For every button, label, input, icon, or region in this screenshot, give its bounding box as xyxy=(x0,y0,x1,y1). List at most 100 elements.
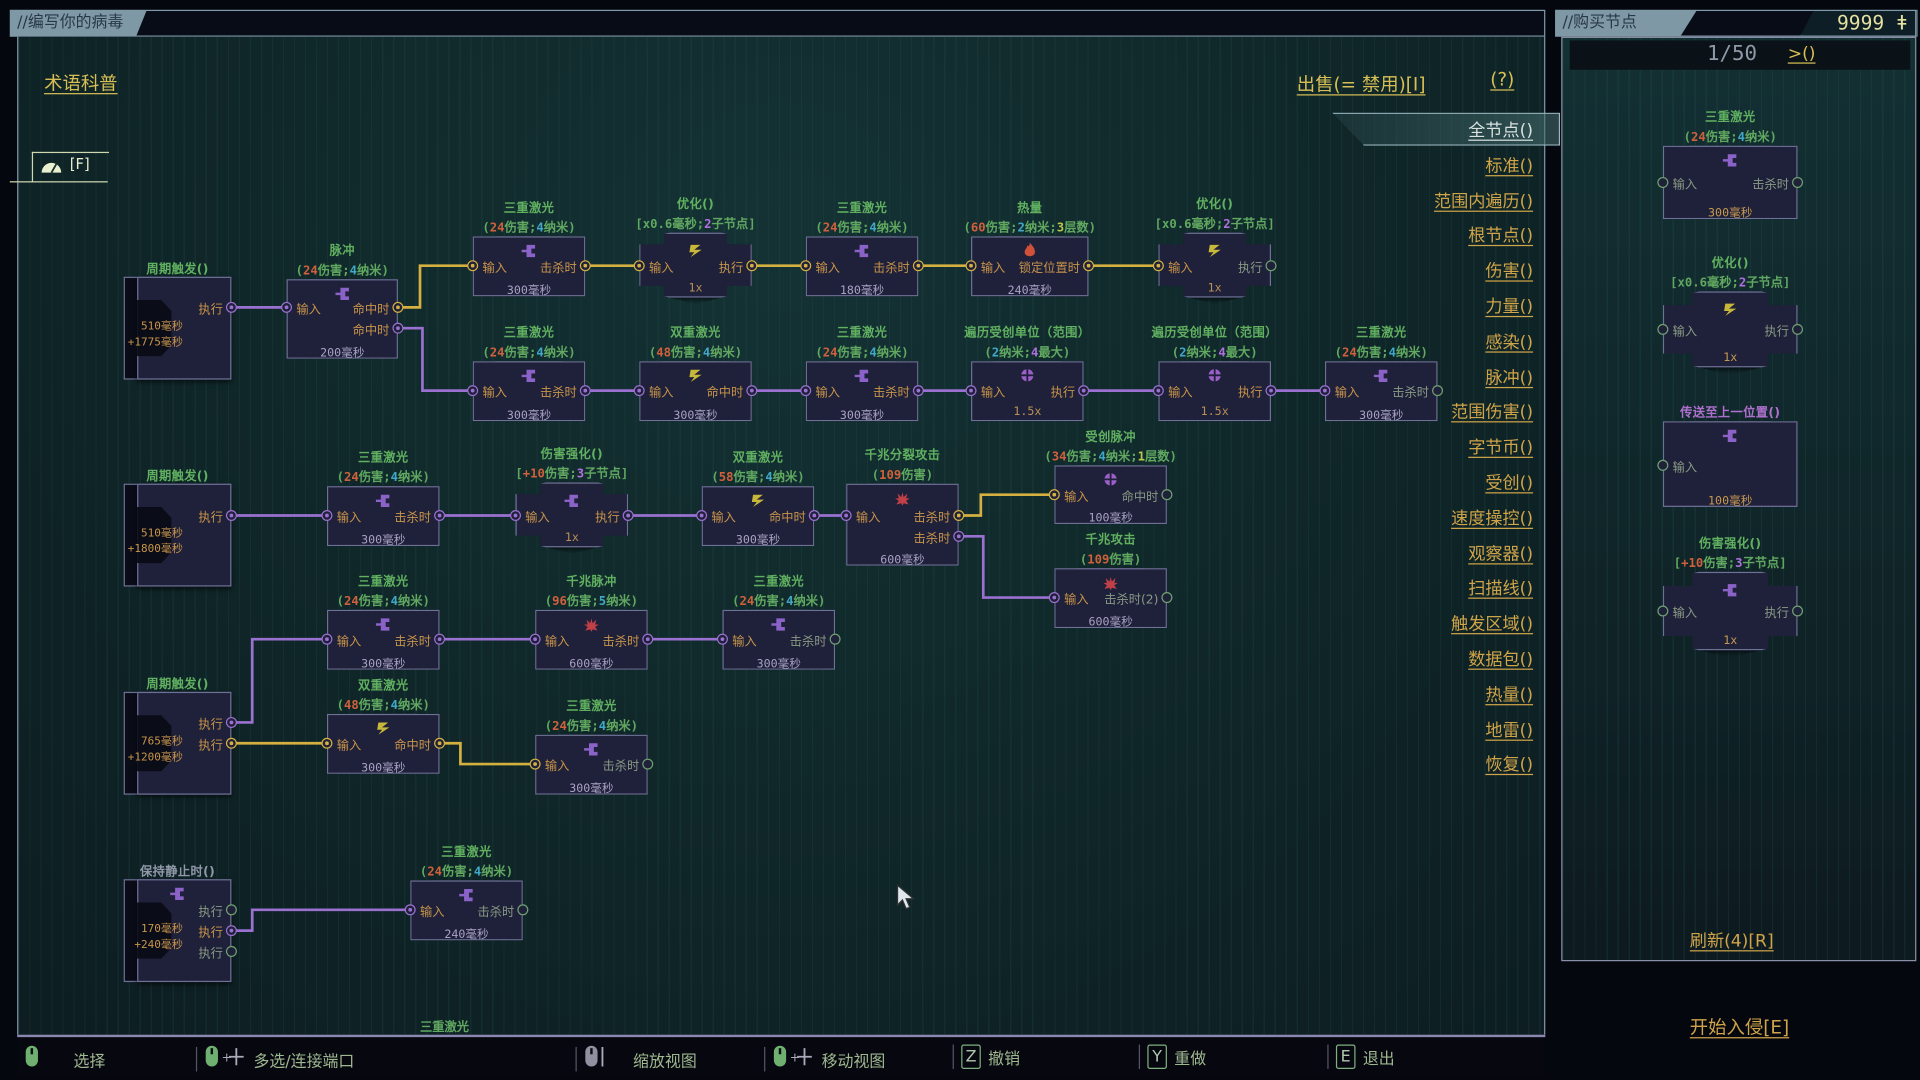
menu-item[interactable]: 力量() xyxy=(1485,297,1534,318)
input-port[interactable] xyxy=(1657,176,1669,188)
start-hack-link[interactable]: 开始入侵[E] xyxy=(1689,1016,1790,1039)
output-port[interactable] xyxy=(225,301,237,313)
output-port[interactable] xyxy=(579,260,591,272)
output-port[interactable] xyxy=(1792,176,1804,188)
menu-item[interactable]: 触发区域() xyxy=(1451,614,1534,635)
input-port[interactable] xyxy=(467,385,479,397)
input-port[interactable] xyxy=(1152,385,1164,397)
menu-item[interactable]: 扫描线() xyxy=(1468,579,1534,600)
output-port[interactable] xyxy=(808,510,820,522)
input-port[interactable] xyxy=(1319,385,1331,397)
input-port[interactable] xyxy=(281,301,293,313)
input-port[interactable] xyxy=(404,904,416,916)
output-port[interactable] xyxy=(912,385,924,397)
trigger-node[interactable] xyxy=(136,483,232,587)
key-e-icon: E xyxy=(1335,1044,1356,1069)
sell-link[interactable]: 出售(= 禁用)[I] xyxy=(1296,73,1426,96)
output-port[interactable] xyxy=(434,633,446,645)
menu-item[interactable]: 恢复() xyxy=(1485,755,1534,776)
trigger-node[interactable] xyxy=(136,276,232,380)
input-port[interactable] xyxy=(633,385,645,397)
output-port[interactable] xyxy=(953,510,965,522)
input-port[interactable] xyxy=(965,385,977,397)
output-port[interactable] xyxy=(1083,260,1095,272)
menu-item[interactable]: 热量() xyxy=(1485,685,1534,706)
output-port[interactable] xyxy=(642,758,654,770)
output-port[interactable] xyxy=(1161,592,1173,604)
input-port[interactable] xyxy=(467,260,479,272)
output-port[interactable] xyxy=(392,301,404,313)
menu-item[interactable]: 观察器() xyxy=(1468,544,1534,564)
input-port[interactable] xyxy=(1657,459,1669,471)
input-port[interactable] xyxy=(716,633,728,645)
menu-item[interactable]: 范围内遍历() xyxy=(1433,191,1534,212)
trigger-node[interactable] xyxy=(136,691,232,795)
input-port[interactable] xyxy=(1048,592,1060,604)
next-page-link[interactable]: >() xyxy=(1787,44,1816,64)
output-port[interactable] xyxy=(746,260,758,272)
glossary-link[interactable]: 术语科普 xyxy=(44,72,118,95)
output-port[interactable] xyxy=(434,510,446,522)
menu-item[interactable]: 伤害() xyxy=(1485,262,1534,282)
output-port[interactable] xyxy=(642,633,654,645)
input-port[interactable] xyxy=(1657,323,1669,335)
output-port[interactable] xyxy=(225,904,237,916)
view-toggle-button[interactable]: [F] xyxy=(31,151,109,183)
menu-item[interactable]: 地雷() xyxy=(1485,720,1534,741)
input-port[interactable] xyxy=(321,510,333,522)
output-port[interactable] xyxy=(1792,323,1804,335)
input-port[interactable] xyxy=(800,385,812,397)
output-port[interactable] xyxy=(225,925,237,937)
input-port[interactable] xyxy=(321,633,333,645)
output-port[interactable] xyxy=(434,737,446,749)
input-port[interactable] xyxy=(633,260,645,272)
input-port[interactable] xyxy=(510,510,522,522)
input-port[interactable] xyxy=(1152,260,1164,272)
input-port[interactable] xyxy=(840,510,852,522)
output-port[interactable] xyxy=(1265,385,1277,397)
menu-item[interactable]: 字节币() xyxy=(1468,438,1534,459)
output-port[interactable] xyxy=(829,633,841,645)
output-port[interactable] xyxy=(225,737,237,749)
output-port[interactable] xyxy=(953,530,965,542)
menu-item[interactable]: 根节点() xyxy=(1468,227,1534,247)
input-port[interactable] xyxy=(1048,489,1060,501)
input-port[interactable] xyxy=(800,260,812,272)
output-port[interactable] xyxy=(746,385,758,397)
output-port[interactable] xyxy=(1792,605,1804,617)
input-port[interactable] xyxy=(529,633,541,645)
menu-item[interactable]: 受创() xyxy=(1485,473,1534,494)
stat-segment: 纳米) xyxy=(1744,131,1777,145)
menu-item[interactable]: 全节点() xyxy=(1468,121,1534,141)
output-port[interactable] xyxy=(1432,385,1444,397)
output-port[interactable] xyxy=(579,385,591,397)
refresh-shop-link[interactable]: 刷新(4)[R] xyxy=(1689,931,1774,952)
node-box[interactable] xyxy=(846,483,959,566)
output-port[interactable] xyxy=(912,260,924,272)
trigger-node[interactable] xyxy=(136,879,232,983)
menu-item[interactable]: 数据包() xyxy=(1468,650,1534,670)
input-port[interactable] xyxy=(321,737,333,749)
output-port[interactable] xyxy=(392,322,404,334)
input-port[interactable] xyxy=(965,260,977,272)
input-port[interactable] xyxy=(696,510,708,522)
stat-segment: 伤害; xyxy=(504,346,537,361)
output-port[interactable] xyxy=(1161,489,1173,501)
mouse-left-icon xyxy=(24,1044,66,1073)
output-port[interactable] xyxy=(1265,260,1277,272)
menu-item[interactable]: 速度操控() xyxy=(1451,509,1534,529)
output-port[interactable] xyxy=(225,510,237,522)
menu-item[interactable]: 感染() xyxy=(1485,332,1534,353)
menu-item[interactable]: 脉冲() xyxy=(1485,368,1534,388)
menu-item[interactable]: 范围伤害() xyxy=(1451,403,1534,423)
output-port[interactable] xyxy=(517,904,529,916)
output-port[interactable] xyxy=(225,945,237,957)
output-port[interactable] xyxy=(622,510,634,522)
input-port[interactable] xyxy=(1657,605,1669,617)
help-link[interactable]: (?) xyxy=(1490,68,1515,91)
input-port[interactable] xyxy=(529,758,541,770)
output-port[interactable] xyxy=(225,716,237,728)
menu-item[interactable]: 标准() xyxy=(1485,156,1534,177)
output-port[interactable] xyxy=(1078,385,1090,397)
